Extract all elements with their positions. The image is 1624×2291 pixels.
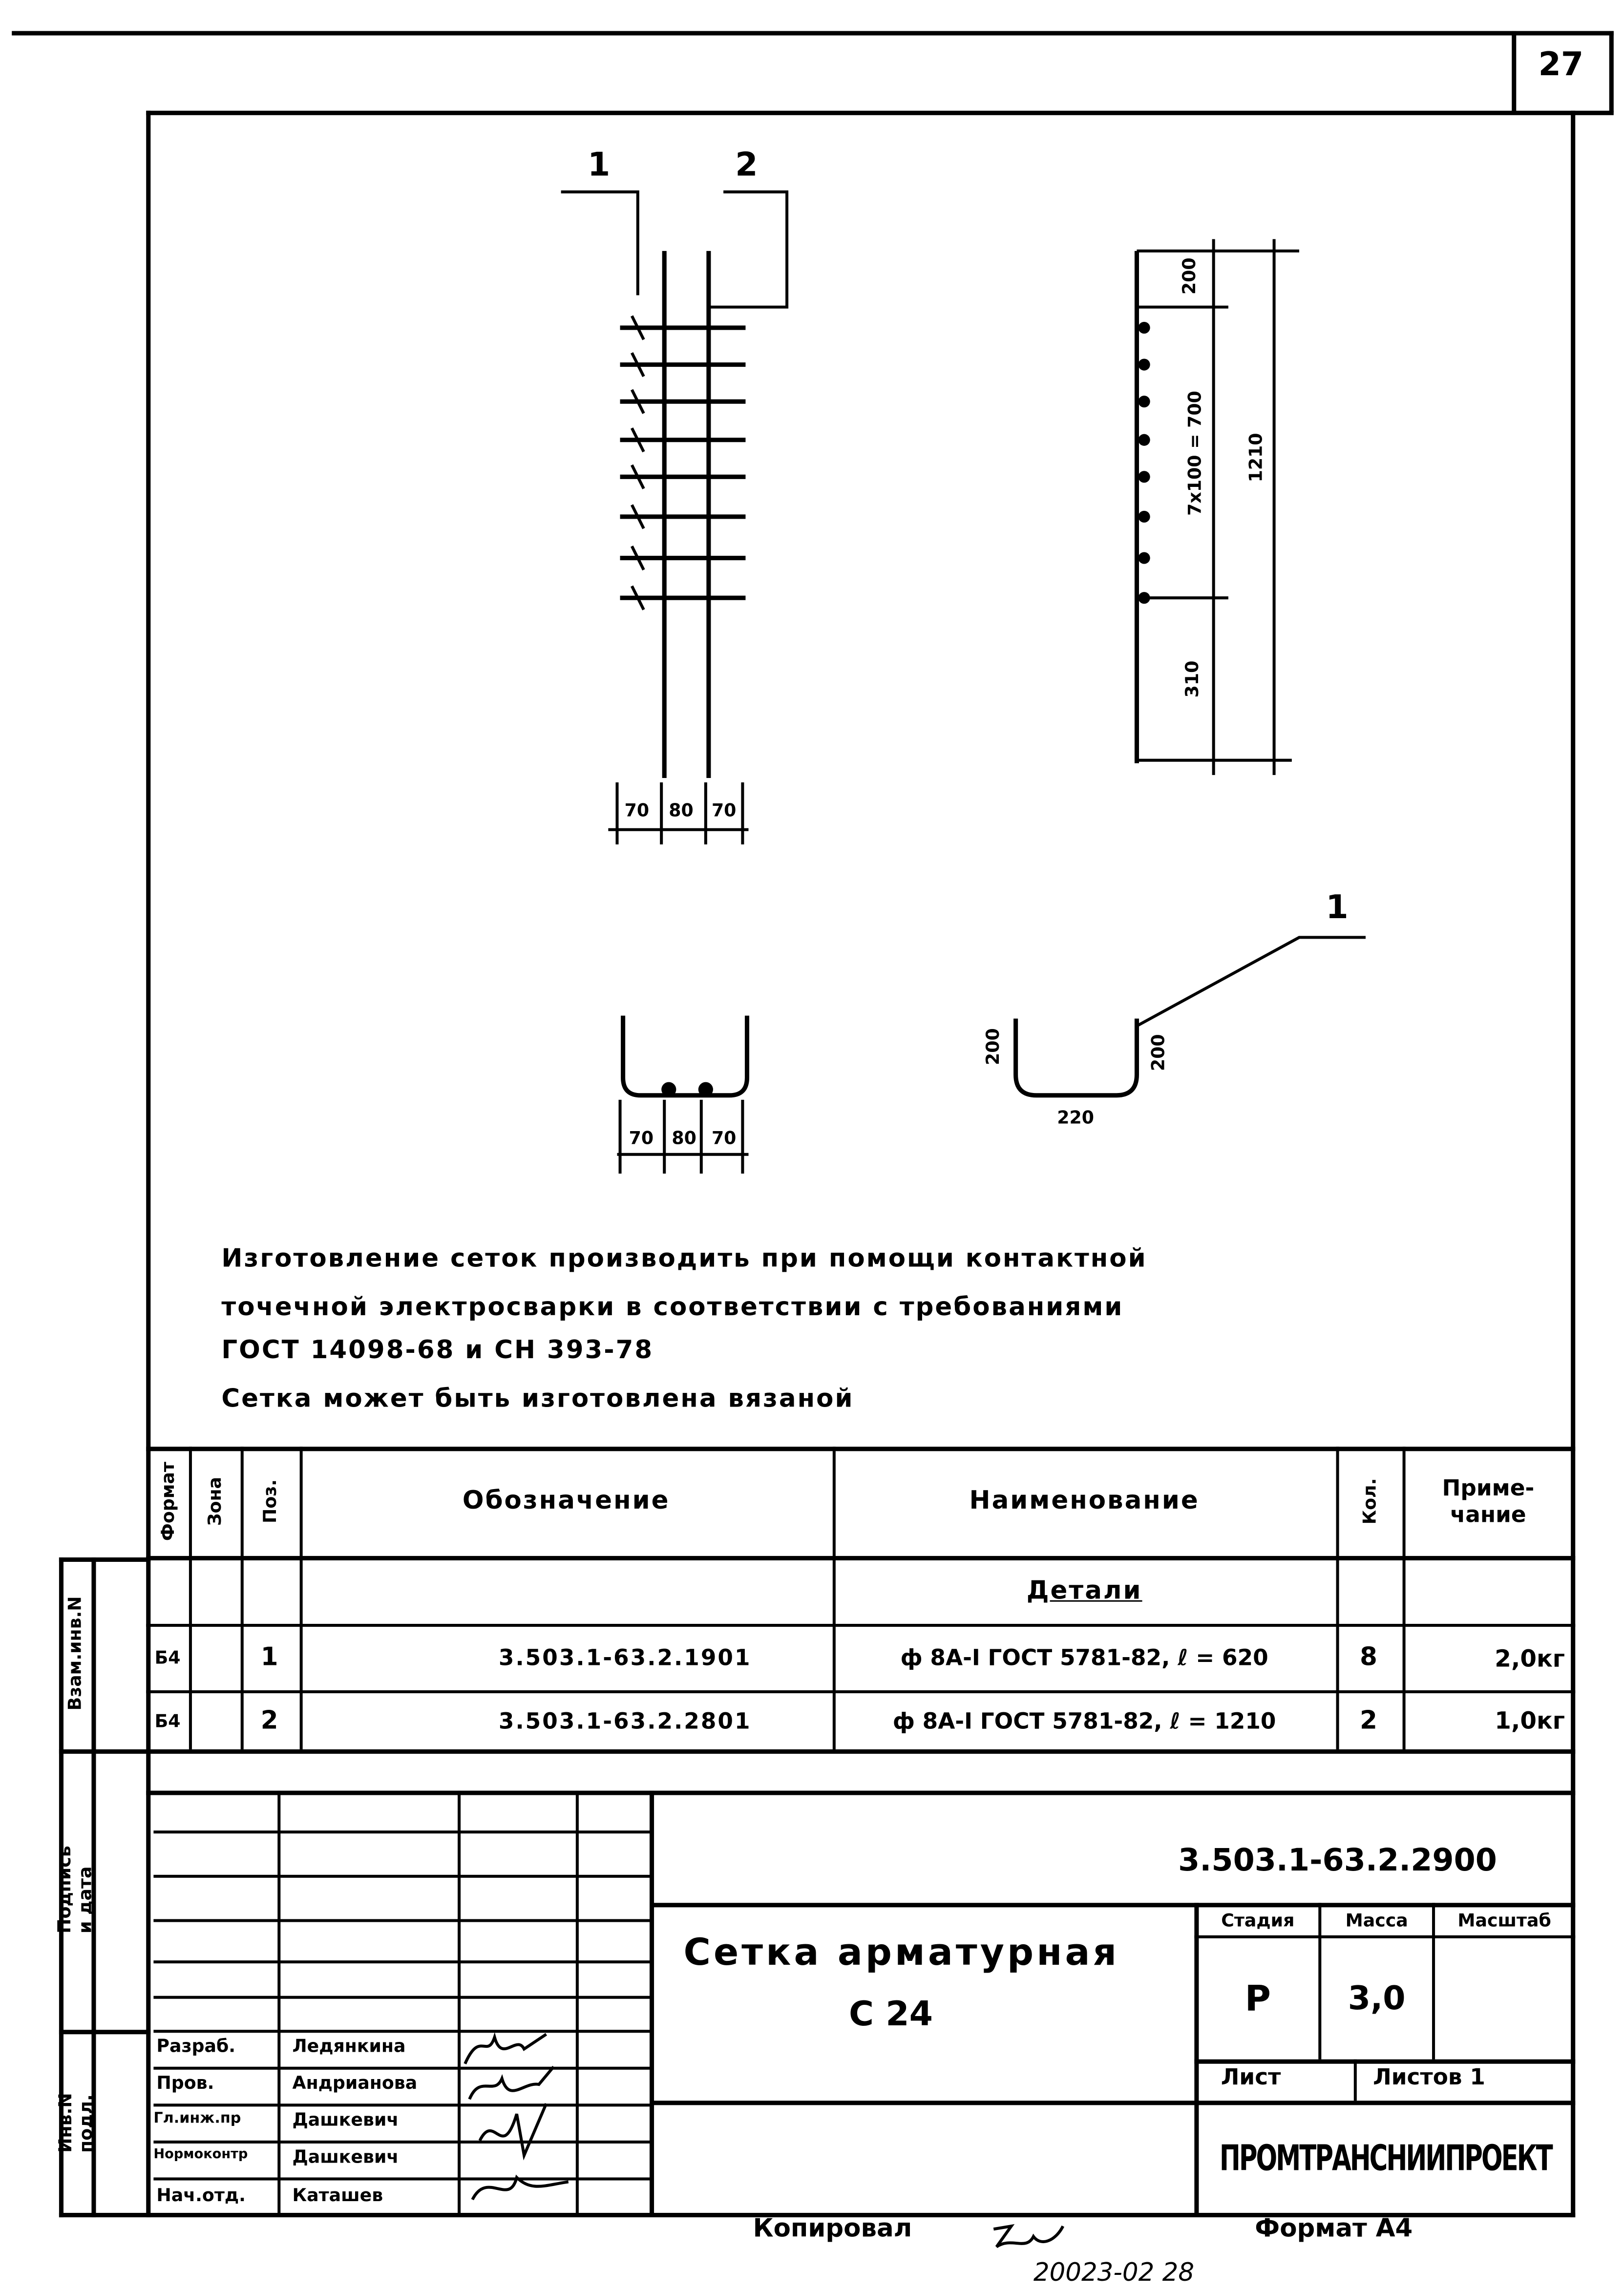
frame-left	[146, 110, 151, 2218]
header-pos: Поз.	[259, 1479, 281, 1524]
weld-mark	[631, 389, 645, 414]
row-format: Б4	[154, 1647, 181, 1668]
doc-number: 3.503.1-63.2.2900	[1178, 1842, 1497, 1878]
staff-role: Гл.инж.пр	[153, 2111, 241, 2127]
row-qty: 2	[1360, 1705, 1379, 1736]
scale-value	[1435, 1938, 1574, 2060]
plan-dim: 70	[711, 800, 737, 821]
staff-name: Каташев	[292, 2185, 383, 2206]
bar-section-dot	[1138, 434, 1150, 446]
header-zone: Зона	[204, 1476, 225, 1526]
leader-label-2: 2	[735, 147, 758, 185]
row-pos: 2	[260, 1705, 280, 1736]
row-qty: 8	[1360, 1643, 1379, 1673]
weld-mark	[631, 504, 645, 529]
section-dim: 70	[711, 1128, 737, 1149]
note-line: Изготовление сеток производить при помощ…	[221, 1244, 1147, 1274]
frame-top	[146, 110, 1614, 115]
signatures	[464, 2032, 569, 2201]
section-dim: 80	[672, 1128, 696, 1149]
weld-mark	[631, 427, 645, 453]
title-line1: Сетка арматурная	[683, 1931, 1120, 1974]
header-note: Приме-чание	[1442, 1474, 1535, 1528]
note-line: Сетка может быть изготовлена вязаной	[221, 1385, 854, 1414]
section-title: Детали	[1026, 1576, 1142, 1606]
side-dim-middle: 7x100 = 700	[1184, 391, 1205, 516]
weld-mark	[631, 352, 645, 378]
note-line: точечной электросварки в соответствии с …	[221, 1293, 1124, 1323]
frame-right	[1571, 110, 1576, 2218]
leader-label-bent: 1	[1326, 890, 1349, 927]
header-qty: Кол.	[1359, 1478, 1380, 1525]
mass-value: 3,0	[1348, 1980, 1406, 2018]
staff-name: Дашкевич	[292, 2146, 399, 2167]
plan-dim: 70	[624, 800, 650, 821]
title-line2: С 24	[849, 1996, 933, 2035]
plan-dim: 80	[669, 800, 694, 821]
row-designation: 3.503.1-63.2.2801	[498, 1707, 752, 1734]
bar-section-dot	[1138, 471, 1150, 483]
staff-role: Нач.отд.	[156, 2185, 246, 2206]
copier-signature	[993, 2224, 1065, 2249]
weld-mark	[631, 546, 645, 571]
page-box-border	[1609, 31, 1614, 112]
side-dim-bottom: 310	[1181, 660, 1203, 698]
weld-mark	[631, 464, 645, 489]
row-pos: 1	[260, 1643, 280, 1673]
note-line: ГОСТ 14098-68 и СН 393-78	[221, 1336, 654, 1366]
bar-section-dot	[1138, 396, 1150, 408]
side-dim-total: 1210	[1245, 433, 1266, 483]
scale-label: Масштаб	[1457, 1909, 1551, 1931]
strip-label: Взам.инв.N	[65, 1596, 86, 1711]
staff-role: Разраб.	[156, 2036, 236, 2057]
row-name: ф 8А-I ГОСТ 5781-82, ℓ = 620	[900, 1644, 1268, 1671]
weld-mark	[631, 315, 645, 340]
bent-dim-bottom: 220	[1057, 1107, 1095, 1128]
bar-section-dot	[1138, 358, 1150, 371]
strip-label: Инв.N подл.	[54, 2092, 96, 2152]
page-number: 27	[1538, 47, 1584, 84]
header-format: Формат	[157, 1462, 178, 1541]
top-border	[12, 31, 1614, 36]
side-dim-top: 200	[1179, 257, 1200, 295]
format-label: Формат А4	[1255, 2214, 1413, 2244]
staff-name: Дашкевич	[292, 2109, 399, 2130]
copied-label: Копировал	[753, 2214, 912, 2244]
staff-name: Андрианова	[292, 2072, 418, 2094]
row-format: Б4	[154, 1710, 181, 1731]
bar-section-dot	[1138, 592, 1150, 604]
frame-bottom	[59, 2213, 1576, 2218]
staff-role: Нормоконтр	[153, 2148, 248, 2163]
staff-role: Пров.	[156, 2072, 214, 2094]
row-name: ф 8А-I ГОСТ 5781-82, ℓ = 1210	[892, 1707, 1276, 1734]
header-name: Наименование	[969, 1486, 1200, 1516]
stage-value: Р	[1244, 1978, 1271, 2020]
row-note: 1,0кг	[1495, 1706, 1565, 1735]
reinforcement-drawing	[561, 190, 1366, 1174]
header-designation: Обозначение	[462, 1486, 670, 1516]
weld-mark	[631, 585, 645, 610]
copy-date: 20023-02 28	[1033, 2258, 1195, 2289]
sheet-label: Лист	[1221, 2063, 1281, 2091]
stage-label: Стадия	[1221, 1909, 1295, 1931]
row-designation: 3.503.1-63.2.1901	[498, 1644, 752, 1671]
strip-label: Подпись и дата	[54, 1846, 96, 1934]
bent-dim-left: 200	[982, 1028, 1004, 1065]
staff-name: Ледянкина	[292, 2036, 406, 2057]
bar-section-dot	[1138, 510, 1150, 523]
bar-section-dot	[1138, 321, 1150, 334]
bent-dim-right: 200	[1148, 1034, 1169, 1072]
sheets-label: Листов 1	[1373, 2063, 1485, 2091]
section-dim: 70	[629, 1128, 654, 1149]
mass-label: Масса	[1345, 1909, 1408, 1931]
page-box-border	[1512, 31, 1517, 112]
organization: ПРОМТРАНСНИИПРОЕКТ	[1219, 2139, 1553, 2181]
row-note: 2,0кг	[1495, 1643, 1565, 1672]
bar-section-dot	[1138, 552, 1150, 564]
leader-label-1: 1	[588, 147, 611, 185]
